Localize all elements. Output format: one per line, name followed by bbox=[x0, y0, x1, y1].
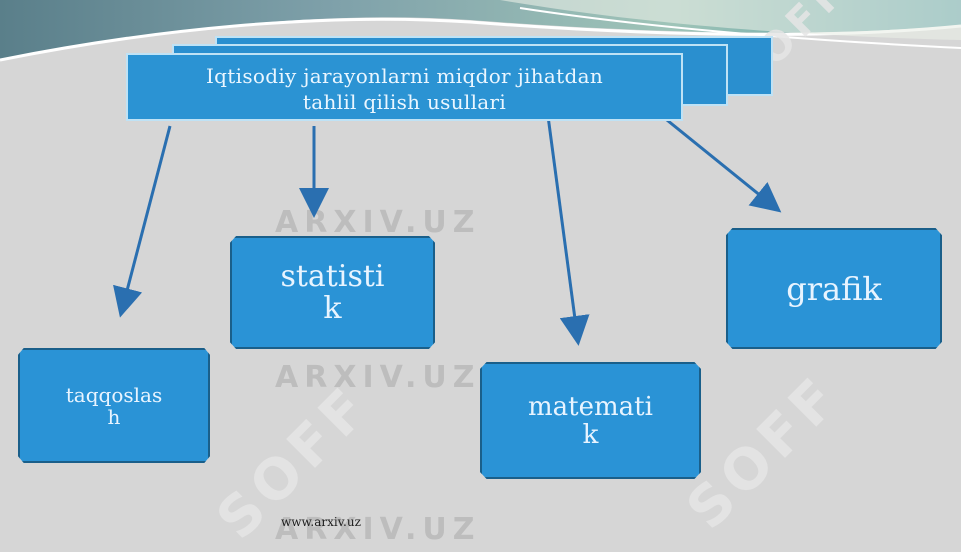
diagram-title-line2: tahlil qilish usullari bbox=[302, 90, 507, 114]
connector-arrows bbox=[113, 114, 782, 346]
footer-url[interactable]: www.arxiv.uz bbox=[281, 515, 361, 529]
arrow-to-matematik bbox=[546, 115, 590, 346]
method-label: grafik bbox=[786, 269, 882, 308]
diagram-title: Iqtisodiy jarayonlarni miqdor jihatdan t… bbox=[126, 53, 683, 121]
diagram-title-line1: Iqtisodiy jarayonlarni miqdor jihatdan bbox=[205, 64, 603, 88]
arrow-to-grafik bbox=[661, 114, 782, 213]
slide-background bbox=[0, 0, 961, 62]
method-node-grafik: grafik bbox=[726, 228, 942, 349]
arrow-to-taqqoslash bbox=[113, 125, 172, 318]
watermark-arxiv: ARXIV.UZ bbox=[275, 360, 481, 395]
